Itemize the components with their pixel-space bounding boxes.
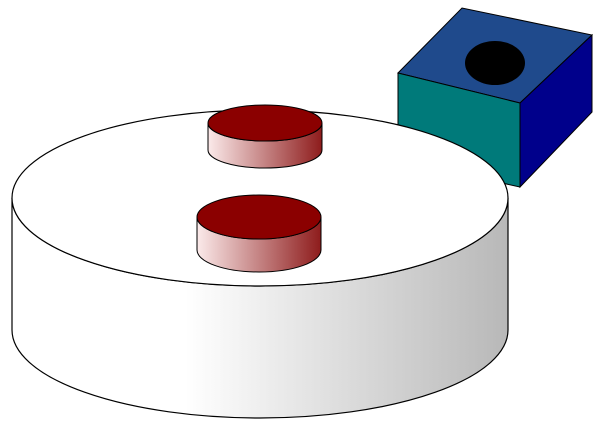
slot-front: [196, 194, 322, 273]
slot-rear: [207, 104, 323, 169]
slot-front-top: [196, 194, 322, 240]
cube-side-face: [519, 33, 593, 189]
cube-hole: [465, 41, 525, 85]
slot-rear-top: [207, 104, 323, 142]
